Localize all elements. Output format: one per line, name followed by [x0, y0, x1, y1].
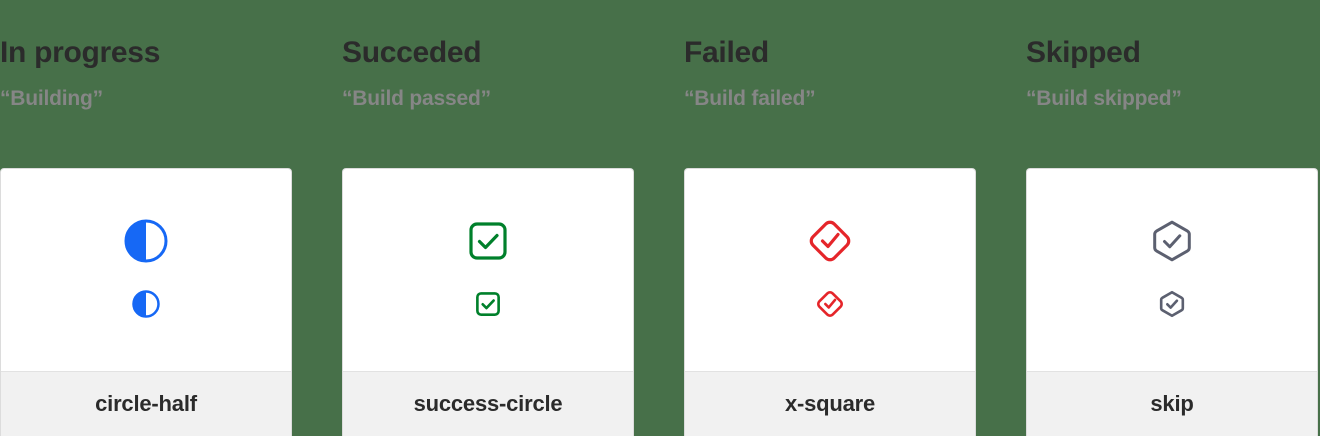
icon-card-skip[interactable]: skip — [1026, 168, 1318, 436]
icon-card-label: skip — [1150, 391, 1194, 416]
icon-card-label: success-circle — [413, 391, 563, 416]
icon-card-body — [1027, 169, 1317, 371]
column-subheading: “Build skipped” — [1026, 87, 1182, 110]
icon-card-body — [685, 169, 975, 371]
status-column-skipped: Skipped “Build skipped” — [1020, 0, 1320, 436]
icon-card-footer: circle-half — [1, 371, 291, 436]
column-heading: Succeded — [342, 36, 482, 69]
icon-card-footer: x-square — [685, 371, 975, 436]
icon-card-circle-half[interactable]: circle-half — [0, 168, 292, 436]
column-heading: In progress — [0, 36, 161, 69]
icon-card-label: x-square — [784, 391, 876, 416]
x-square-icon-small — [815, 289, 845, 319]
status-column-succeded: Succeded “Build passed” — [340, 0, 680, 436]
icon-card-body — [1, 169, 291, 371]
icon-card-footer: skip — [1027, 371, 1317, 436]
column-subheading: “Build passed” — [342, 87, 491, 110]
icon-card-x-square[interactable]: x-square — [684, 168, 976, 436]
column-heading: Failed — [684, 36, 769, 69]
skip-icon-small — [1157, 289, 1187, 319]
circle-half-icon-small — [131, 289, 161, 319]
column-subheading: “Building” — [0, 87, 103, 110]
status-column-in-progress: In progress “Building” — [0, 0, 340, 436]
column-heading: Skipped — [1026, 36, 1141, 69]
success-circle-icon-small — [473, 289, 503, 319]
status-column-failed: Failed “Build failed” — [680, 0, 1020, 436]
skip-icon — [1148, 217, 1196, 265]
icon-card-body — [343, 169, 633, 371]
icon-card-success-circle[interactable]: success-circle — [342, 168, 634, 436]
icon-card-footer: success-circle — [343, 371, 633, 436]
icon-card-label: circle-half — [95, 391, 197, 416]
circle-half-icon — [122, 217, 170, 265]
column-subheading: “Build failed” — [684, 87, 816, 110]
x-square-icon — [806, 217, 854, 265]
success-circle-icon — [464, 217, 512, 265]
